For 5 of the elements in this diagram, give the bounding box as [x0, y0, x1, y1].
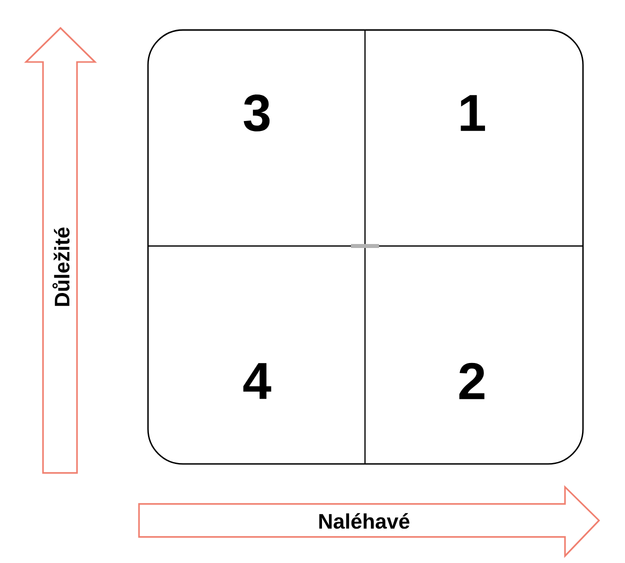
quadrant-number: 4: [243, 363, 272, 399]
quadrant-number: 3: [244, 94, 270, 132]
quadrant-number: 1: [460, 95, 486, 131]
matrix-frame: [147, 29, 584, 465]
quadrant-number: 2: [459, 362, 484, 400]
